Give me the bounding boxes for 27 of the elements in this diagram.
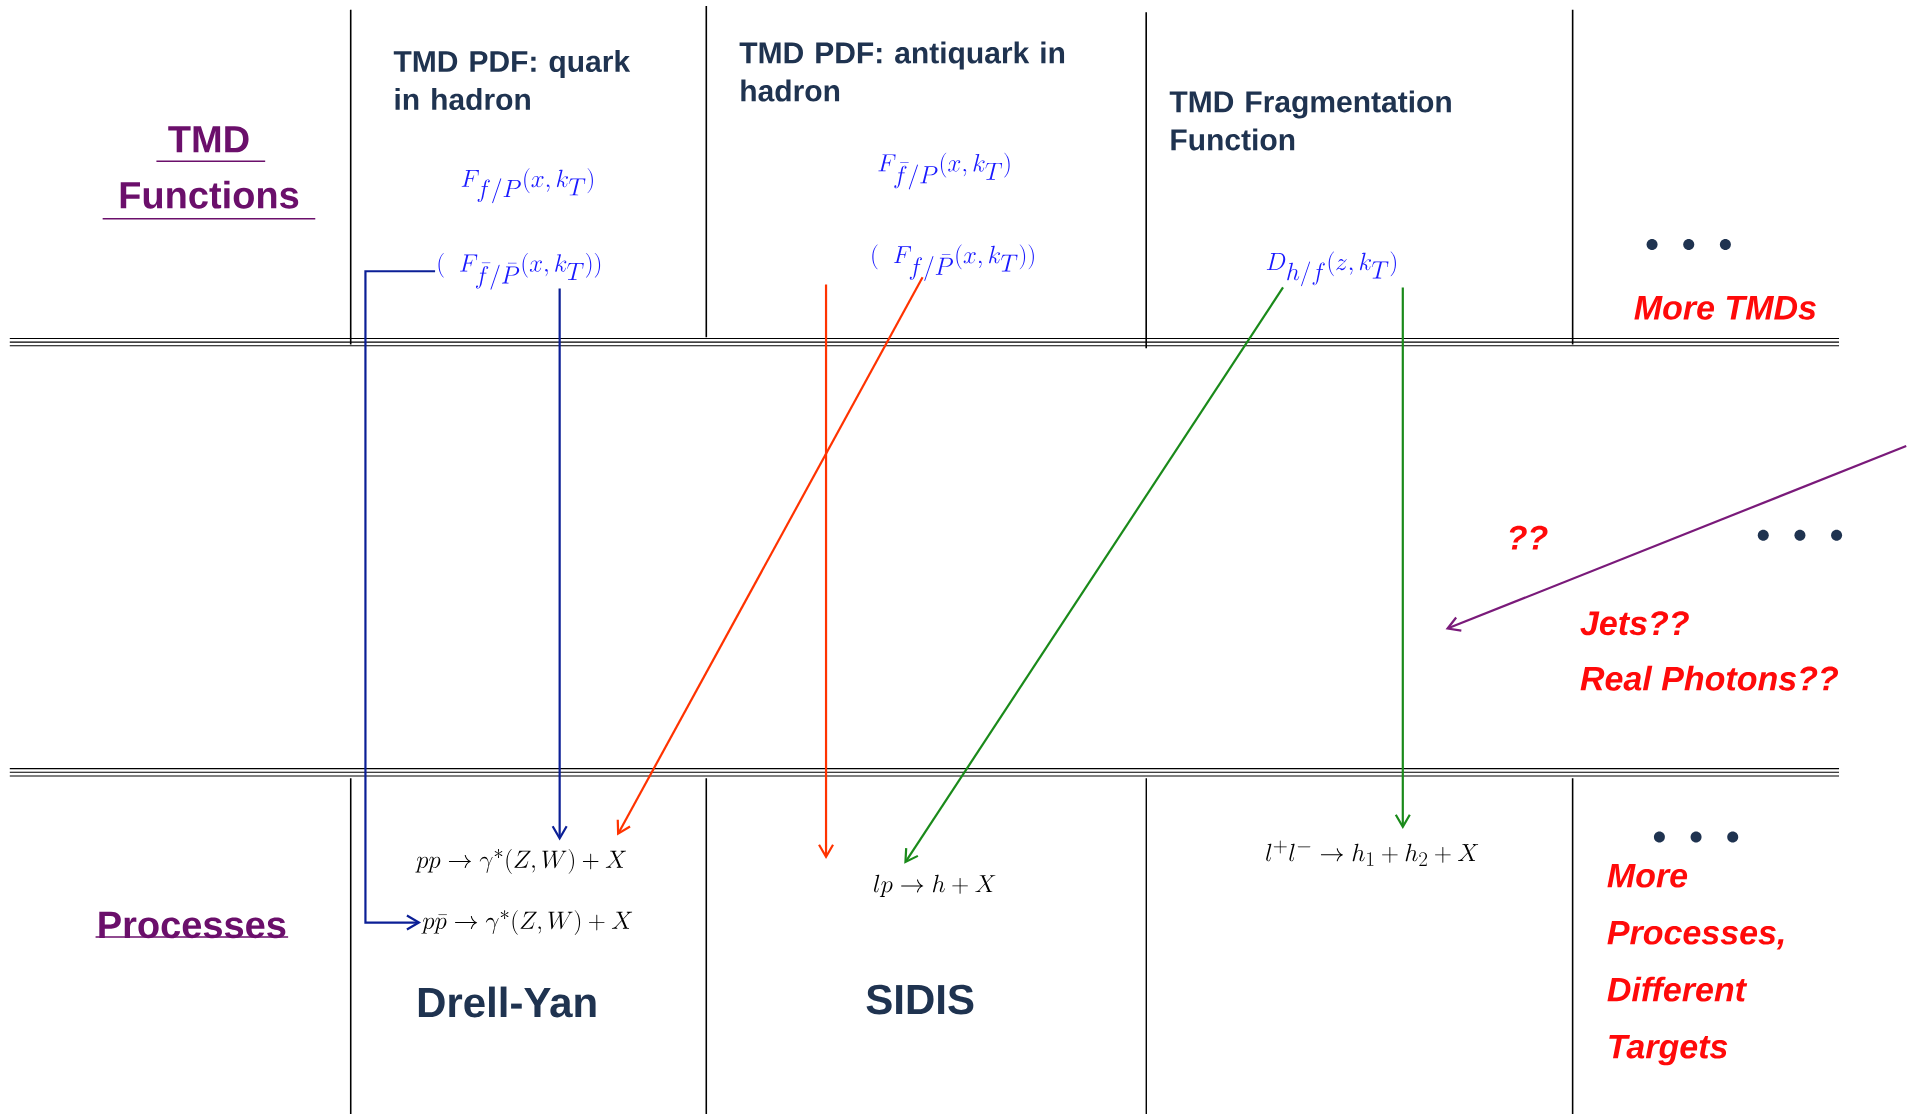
section-heading: TMD Functions [101,125,317,220]
formula: $\bigg(\;\; F_{\bar{f}/\bar{P}}(x, k_T) \bigg)$ [438,252,601,290]
arrow [818,284,834,859]
formula: $F_{\bar{f}/P}(x, k_T)$ [878,152,1010,190]
column-heading: TMD PDF: antiquark in hadron [739,41,1065,102]
note: Jets?? [1580,610,1689,636]
formula: $l^+l^- \to h_1 + h_2 + X$ [1266,840,1479,866]
arrow [904,286,1284,864]
formula: $D_{h/f}(z, k_T)$ [1266,251,1396,287]
formula: $lp \to h + X$ [874,874,996,897]
note: More TMDs [1634,295,1816,320]
formula: $\bigg(\;\; F_{f/\bar{P}}(x, k_T) \bigg)$ [872,244,1034,281]
process-name: SIDIS [866,984,974,1015]
note: Real Photons?? [1580,665,1839,691]
column-heading: TMD Fragmentation Function [1169,90,1451,151]
formula: $p\bar{p} \to \gamma^*(Z,W) + X$ [421,909,633,935]
note: More Processes, Different Targets [1607,863,1784,1066]
section-heading: Processes [94,911,289,939]
column-heading: TMD PDF: quark in hadron [393,49,631,110]
arrow [551,288,568,841]
arrow [616,276,924,836]
arrow [364,269,436,931]
formula: $F_{f/P}(x, k_T)$ [461,168,593,203]
arrow [1394,287,1411,829]
formula: $pp \to \gamma^*(Z,W) + X$ [415,848,627,874]
process-name: Drell-Yan [418,986,596,1018]
note: ?? [1509,525,1548,550]
